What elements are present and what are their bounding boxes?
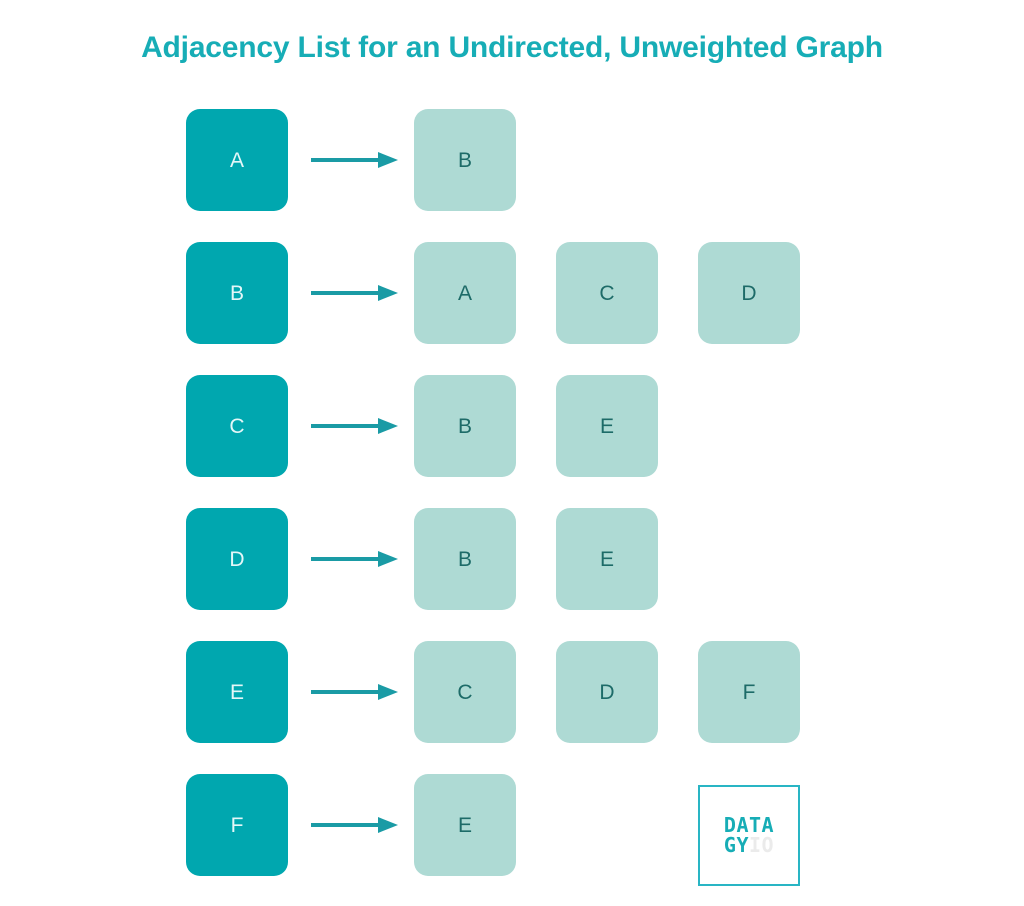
logo-line-two: GY IO (723, 832, 775, 857)
source-node[interactable]: A (186, 109, 288, 211)
neighbor-node[interactable]: A (414, 242, 516, 344)
source-node[interactable]: C (186, 375, 288, 477)
neighbor-node[interactable]: D (698, 242, 800, 344)
source-node[interactable]: E (186, 641, 288, 743)
arrow-right-icon (310, 549, 400, 569)
logo-text-gy: GY (723, 832, 749, 857)
neighbor-node[interactable]: C (414, 641, 516, 743)
neighbor-node[interactable]: B (414, 375, 516, 477)
neighbor-node[interactable]: E (414, 774, 516, 876)
neighbor-node[interactable]: D (556, 641, 658, 743)
logo-text-io: IO (749, 832, 775, 857)
page-title: Adjacency List for an Undirected, Unweig… (141, 31, 883, 64)
arrow-right-icon (310, 682, 400, 702)
neighbor-node[interactable]: B (414, 508, 516, 610)
neighbor-node[interactable]: E (556, 375, 658, 477)
datagy-logo: DATA GY IO (698, 785, 800, 886)
neighbor-node[interactable]: F (698, 641, 800, 743)
logo-text-data: DATA (723, 812, 775, 837)
arrow-right-icon (310, 815, 400, 835)
arrow-right-icon (310, 150, 400, 170)
source-node[interactable]: D (186, 508, 288, 610)
neighbor-node[interactable]: C (556, 242, 658, 344)
arrow-right-icon (310, 416, 400, 436)
neighbor-node[interactable]: B (414, 109, 516, 211)
neighbor-node[interactable]: E (556, 508, 658, 610)
source-node[interactable]: F (186, 774, 288, 876)
logo-inner: DATA GY IO (700, 787, 798, 884)
arrow-right-icon (310, 283, 400, 303)
source-node[interactable]: B (186, 242, 288, 344)
